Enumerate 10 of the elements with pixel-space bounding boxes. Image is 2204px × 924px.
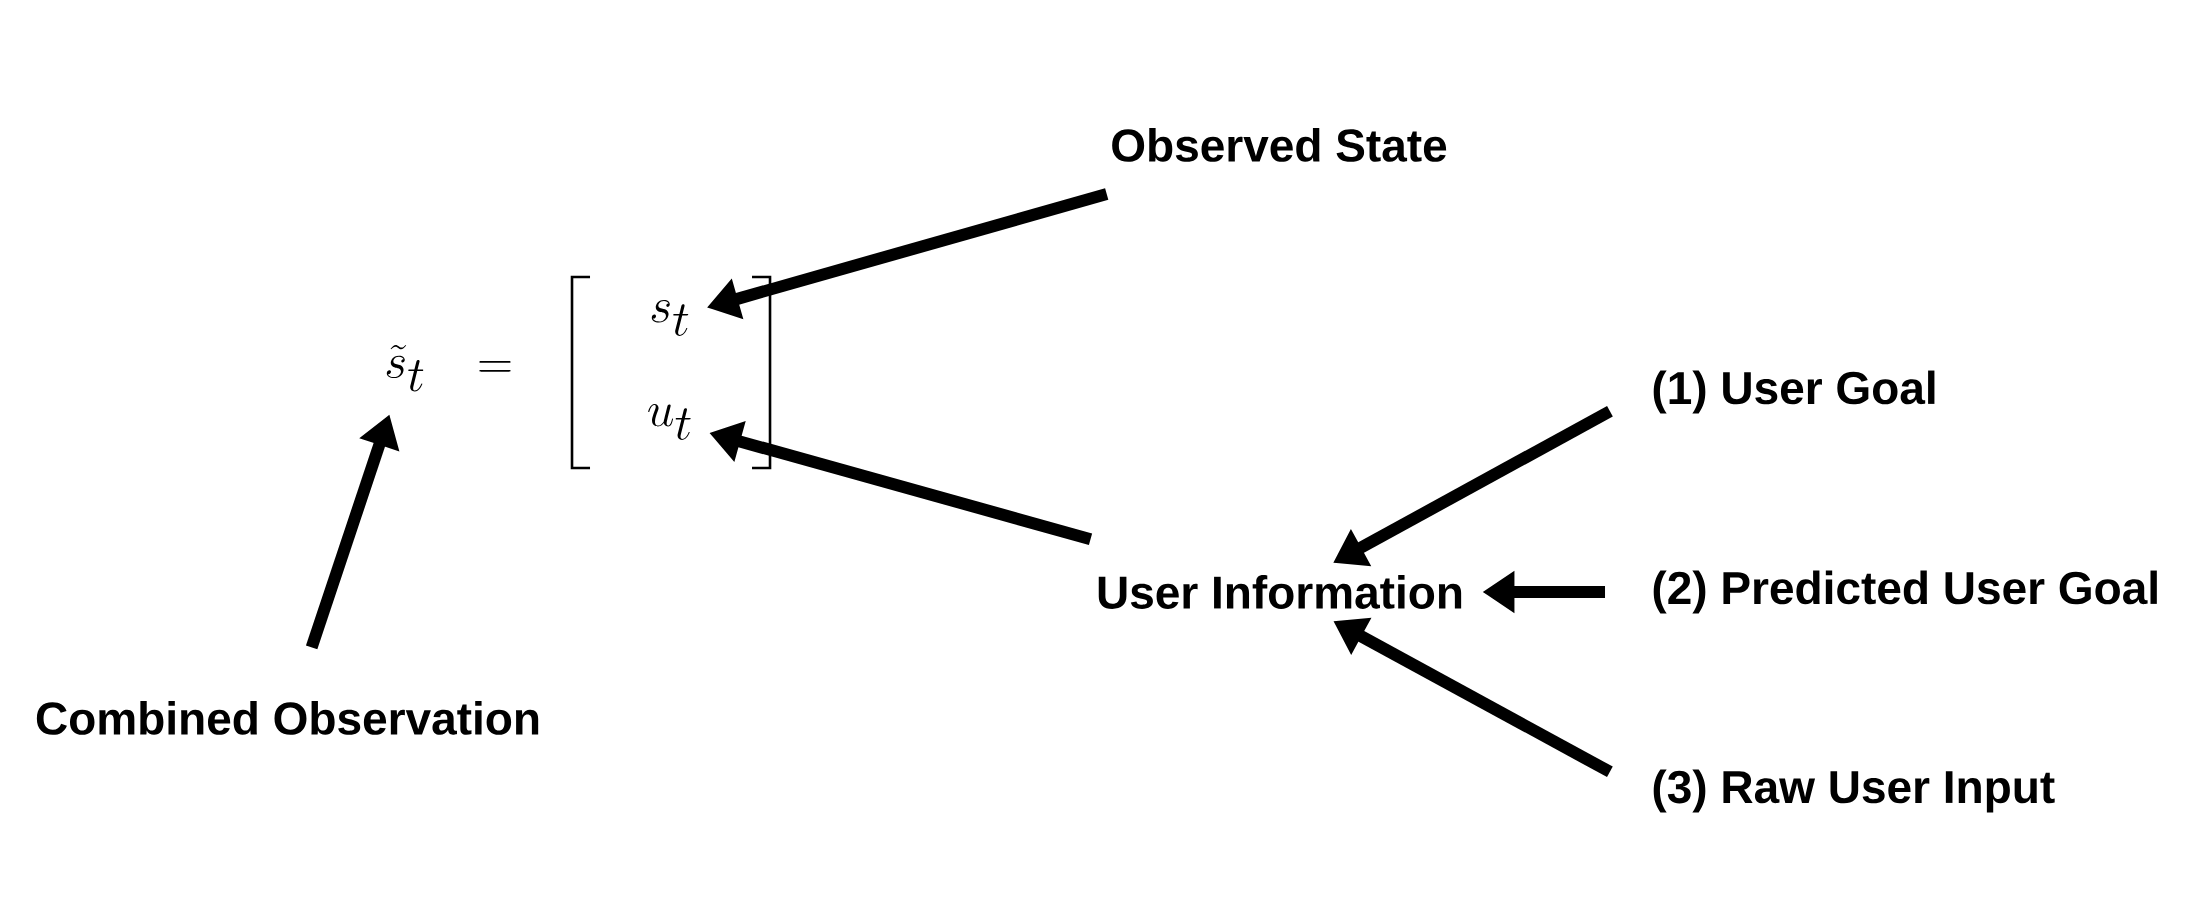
equals-sign: $=$ xyxy=(479,361,511,372)
label-text: (2) Predicted User Goal xyxy=(1653,570,2157,614)
formula: $\tilde{s}_t$ xyxy=(386,344,424,392)
formula: $u_t$ xyxy=(648,404,691,440)
label-text: (3) Raw User Input xyxy=(1653,769,2055,813)
label-text: User Information xyxy=(1098,575,1462,609)
label-text: Observed State xyxy=(1112,128,1447,162)
label-text: Combined Observation xyxy=(36,701,539,735)
formula: $s_t$ xyxy=(651,300,689,336)
label-text: (1) User Goal xyxy=(1653,370,1935,414)
